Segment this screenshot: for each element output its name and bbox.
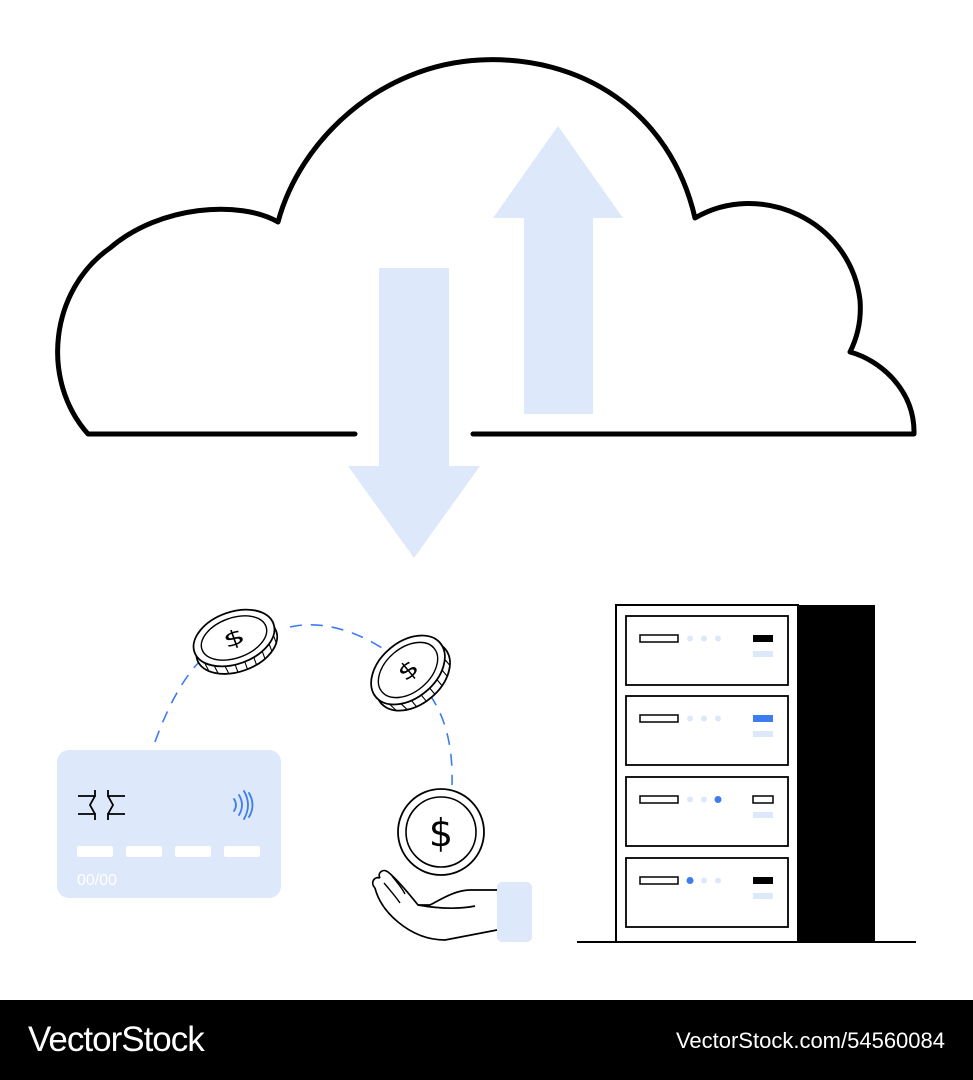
card-number-block xyxy=(126,846,162,857)
cloud-icon xyxy=(55,57,917,437)
download-arrow-icon xyxy=(348,268,480,558)
hand-icon xyxy=(371,869,532,942)
card-chip-icon xyxy=(78,790,125,820)
contactless-icon xyxy=(233,790,254,820)
credit-card-icon: 00/00 xyxy=(57,750,281,898)
card-number-block xyxy=(77,846,113,857)
card-expiry: 00/00 xyxy=(77,872,117,889)
dollar-coin-icon: $ xyxy=(397,788,485,876)
server-unit xyxy=(625,776,789,847)
watermark-footer: VectorStock VectorStock.com/54560084 xyxy=(0,1000,973,1080)
payment-flow-path xyxy=(154,624,453,786)
svg-text:$: $ xyxy=(429,811,453,855)
card-number-block xyxy=(175,846,211,857)
server-unit xyxy=(625,615,789,686)
cloud-payment-illustration: 00/00 $ xyxy=(55,57,917,943)
image-id: VectorStock.com/54560084 xyxy=(675,1028,945,1053)
coin-icon: $ xyxy=(192,608,279,675)
upload-arrow-icon xyxy=(493,126,623,414)
vectorstock-logo: VectorStock xyxy=(28,1020,205,1059)
server-unit xyxy=(625,857,789,928)
coin-icon: $ xyxy=(370,634,451,712)
server-unit xyxy=(625,695,789,766)
server-rack-icon xyxy=(577,604,916,943)
card-number-block xyxy=(224,846,260,857)
